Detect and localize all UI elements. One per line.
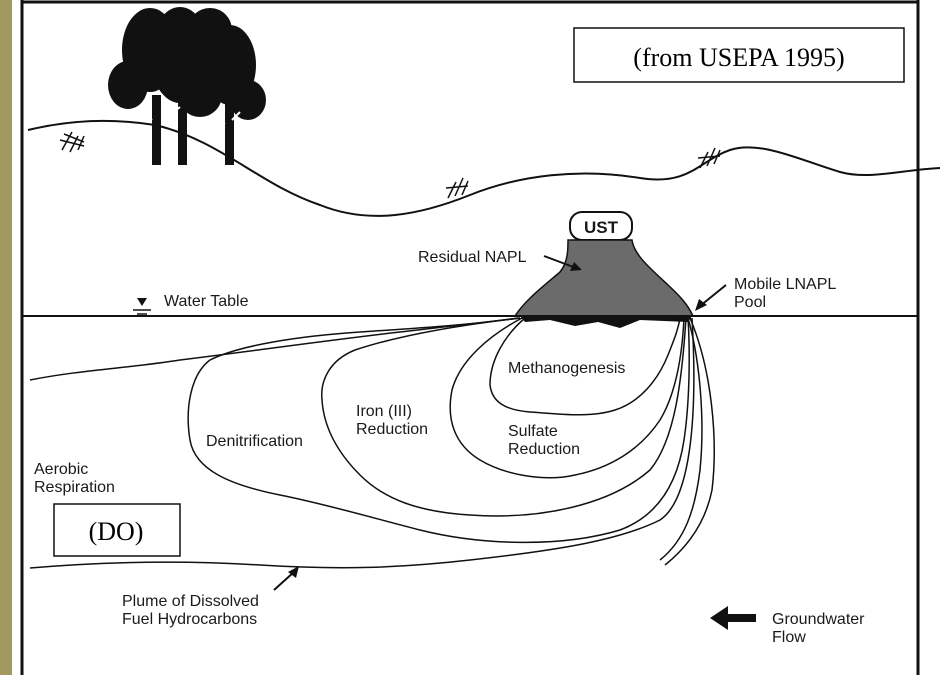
water-table-symbol-icon [133, 298, 151, 315]
residual-napl-label: Residual NAPL [418, 249, 527, 266]
mobile-lnapl-label-1: Mobile LNAPL [734, 276, 836, 293]
mobile-lnapl-pool [520, 316, 692, 328]
citation-text: (from USEPA 1995) [633, 43, 844, 72]
plume-arrow [273, 571, 295, 591]
sulfate-reduction-label-1: Sulfate [508, 423, 558, 440]
mobile-lnapl-arrowhead [695, 299, 707, 311]
aerobic-respiration-label-1: Aerobic [34, 461, 88, 478]
plume-arrowhead [288, 566, 299, 578]
iron-reduction-label-2: Reduction [356, 421, 428, 438]
iron-reduction-label-1: Iron (III) [356, 403, 412, 420]
groundwater-flow-label-2: Flow [772, 629, 806, 646]
methanogenesis-label: Methanogenesis [508, 360, 625, 377]
residual-napl-arrowhead [570, 262, 582, 271]
water-table-label: Water Table [164, 293, 249, 310]
residual-napl-arrow [543, 255, 577, 269]
do-label: (DO) [89, 517, 144, 546]
aerobic-zone-upper-boundary [29, 317, 521, 381]
aerobic-respiration-label-2: Respiration [34, 479, 115, 496]
groundwater-flow-arrow-icon [710, 606, 756, 630]
sulfate-reduction-label-2: Reduction [508, 441, 580, 458]
denitrification-label: Denitrification [206, 433, 303, 450]
grass-tuft-icon [59, 131, 721, 199]
trees-icon [108, 7, 266, 165]
mobile-lnapl-arrow [699, 284, 727, 307]
plume-label-1: Plume of Dissolved [122, 593, 259, 610]
sulfate-reduction-zone [449, 317, 685, 479]
plume-label-2: Fuel Hydrocarbons [122, 611, 257, 628]
slide-accent-bar [0, 0, 12, 675]
mobile-lnapl-label-2: Pool [734, 294, 766, 311]
ground-surface [27, 119, 941, 217]
residual-napl-body [513, 239, 695, 317]
aerobic-zone-lower-boundary [29, 317, 695, 569]
ust-label: UST [584, 218, 619, 237]
do-box [53, 503, 181, 557]
iron-reduction-zone [321, 317, 687, 517]
groundwater-flow-label-1: Groundwater [772, 611, 865, 628]
denitrification-zone [187, 317, 690, 544]
contamination-plume-diagram: (from USEPA 1995) UST Water Table Residu… [20, 0, 941, 675]
citation-box [573, 27, 905, 83]
plume-flow-line [659, 317, 703, 561]
diagram-frame: (from USEPA 1995) UST Water Table Residu… [12, 0, 941, 675]
plume-flow-line [664, 317, 715, 566]
methanogenesis-zone [489, 317, 681, 416]
